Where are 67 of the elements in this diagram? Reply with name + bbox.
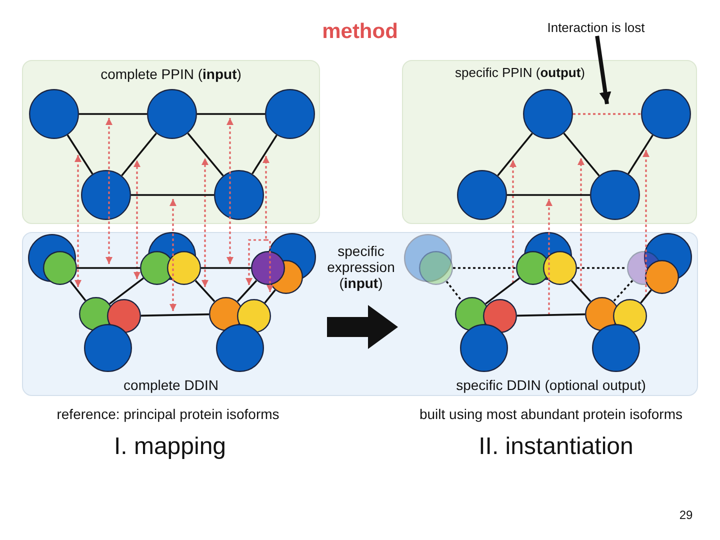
section-heading: II. instantiation <box>478 433 634 461</box>
interaction-line <box>187 132 224 176</box>
network-caption: specific DDIN (optional output) <box>456 377 646 394</box>
protein-circle <box>590 170 640 220</box>
interaction-line <box>140 313 210 317</box>
interaction-line <box>201 267 251 269</box>
callout-text: Interaction is lost <box>547 21 645 36</box>
panel-title: specific PPIN (output) <box>455 66 585 81</box>
protein-circle <box>265 89 315 139</box>
domain-circle <box>107 299 141 333</box>
interaction-line <box>264 290 276 304</box>
interaction-line <box>252 134 278 174</box>
network-panel <box>22 60 320 224</box>
domain-circle <box>419 251 453 285</box>
protein-circle <box>81 170 131 220</box>
interaction-line <box>197 113 265 115</box>
domain-circle <box>483 299 517 333</box>
interaction-line <box>563 132 600 176</box>
interaction-line <box>131 194 214 196</box>
domain-circle <box>645 260 679 294</box>
domain-circle <box>613 299 647 333</box>
title: method <box>322 20 398 44</box>
network-caption: complete DDIN <box>124 377 218 394</box>
network-band <box>22 232 698 396</box>
protein-circle <box>147 89 197 139</box>
caption-text: reference: principal protein isoforms <box>56 406 280 422</box>
interaction-line <box>516 313 586 317</box>
interaction-line <box>628 134 654 174</box>
interaction-line <box>194 280 216 302</box>
protein-circle <box>592 324 640 372</box>
input-label: specific expression (input) <box>327 243 395 292</box>
protein-circle <box>641 89 691 139</box>
interaction-line <box>577 267 627 269</box>
protein-circle <box>84 324 132 372</box>
domain-circle <box>251 251 285 285</box>
interaction-line <box>570 280 592 302</box>
protein-circle <box>214 170 264 220</box>
interaction-line <box>507 194 590 196</box>
interaction-line <box>640 290 652 304</box>
interaction-line <box>77 267 140 269</box>
leader-arrow <box>595 36 612 104</box>
interaction-line <box>70 280 86 302</box>
domain-circle <box>237 299 271 333</box>
panel-title: complete PPIN (input) <box>100 66 242 82</box>
interaction-line <box>79 113 147 115</box>
interaction-line <box>573 113 641 115</box>
interaction-line <box>446 280 462 302</box>
interaction-line <box>121 132 157 176</box>
network-panel <box>402 60 697 224</box>
section-heading: I. mapping <box>114 433 226 461</box>
protein-circle <box>457 170 507 220</box>
interaction-line <box>109 277 144 305</box>
domain-circle <box>269 260 303 294</box>
interaction-line <box>612 280 634 302</box>
protein-circle <box>29 89 79 139</box>
interaction-line <box>485 277 520 305</box>
protein-circle <box>216 324 264 372</box>
protein-circle <box>523 89 573 139</box>
interaction-line <box>453 267 516 269</box>
domain-circle <box>43 251 77 285</box>
interaction-line <box>497 132 533 176</box>
protein-circle <box>460 324 508 372</box>
interaction-line <box>236 280 258 302</box>
protein-circle <box>404 234 452 282</box>
interaction-line <box>66 134 94 174</box>
page-number: 29 <box>679 509 693 523</box>
caption-text: built using most abundant protein isoforms <box>419 406 683 422</box>
